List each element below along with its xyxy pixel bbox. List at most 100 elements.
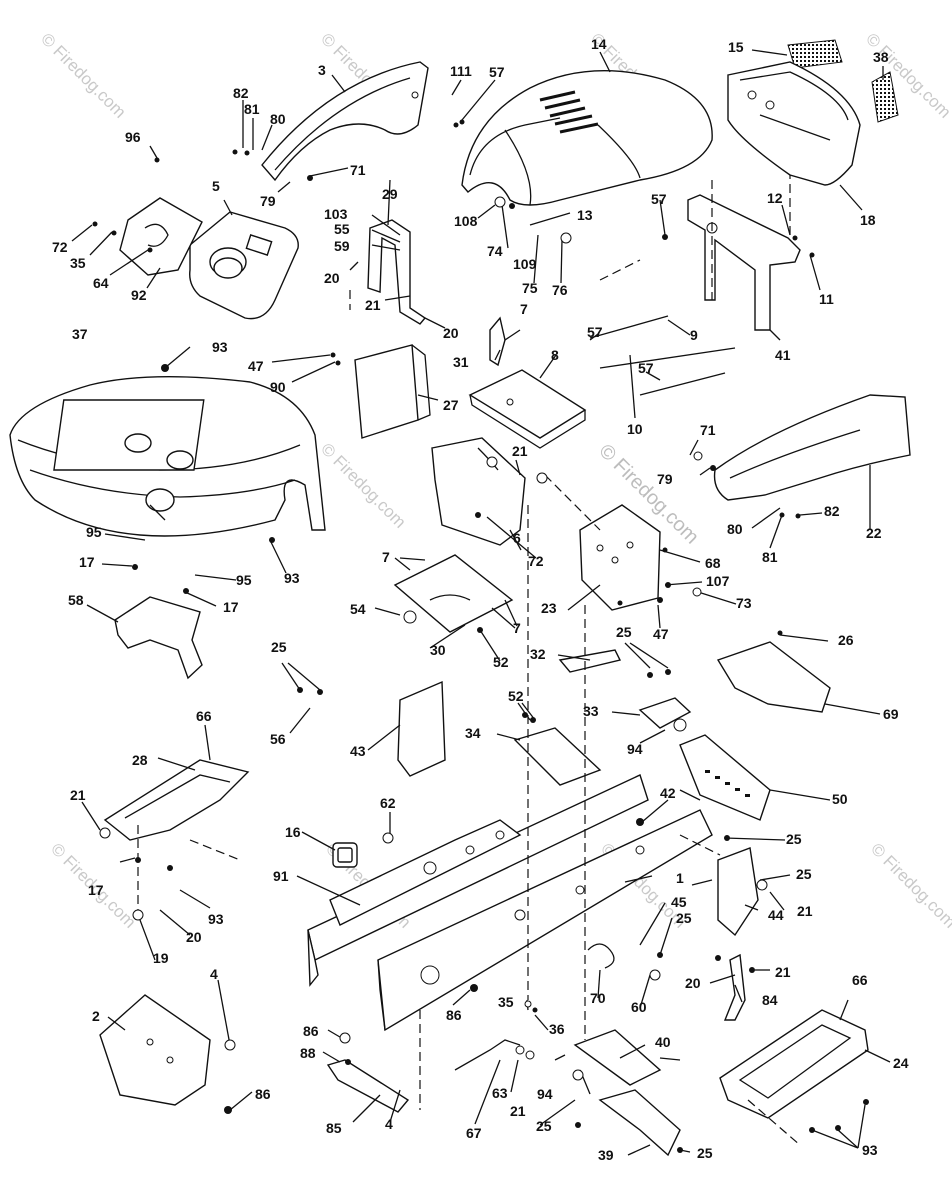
part-8-plate [468, 369, 587, 439]
callout-69: 69 [883, 706, 899, 722]
callout-94: 94 [627, 741, 643, 757]
callout-82: 82 [233, 85, 249, 101]
callout-25e: 25 [676, 910, 692, 926]
callout-80b: 80 [727, 521, 743, 537]
callout-20d: 20 [685, 975, 701, 991]
callout-43: 43 [350, 743, 366, 759]
callout-92: 92 [131, 287, 147, 303]
callout-45: 45 [671, 894, 687, 910]
callout-47b: 47 [653, 626, 669, 642]
callout-73: 73 [736, 595, 752, 611]
callout-93: 93 [212, 339, 228, 355]
callout-10: 10 [627, 421, 643, 437]
callout-18: 18 [860, 212, 876, 228]
callout-107: 107 [706, 573, 730, 589]
part-41-bracket [687, 194, 801, 331]
callout-44: 44 [768, 907, 784, 923]
callout-35: 35 [70, 255, 86, 271]
part-30-seat-plate [393, 554, 514, 633]
part-22-skirt [713, 394, 911, 501]
callout-93c: 93 [208, 911, 224, 927]
callout-25g: 25 [697, 1145, 713, 1161]
watermark: © Firedog.com [37, 29, 129, 121]
callout-25b: 25 [271, 639, 287, 655]
callout-52: 52 [493, 654, 509, 670]
part-43-bracket [397, 680, 446, 777]
part-24-footrest [719, 1009, 869, 1119]
part-2-hitch-plate [99, 994, 211, 1106]
callout-19: 19 [153, 950, 169, 966]
callout-7c: 7 [513, 620, 521, 636]
callout-20c: 20 [186, 929, 202, 945]
part-23-rear-plate [579, 504, 661, 611]
callout-28: 28 [132, 752, 148, 768]
callout-5: 5 [212, 178, 220, 194]
callout-81: 81 [244, 101, 260, 117]
callout-37: 37 [72, 326, 88, 342]
callout-4b: 4 [385, 1116, 393, 1132]
callout-91: 91 [273, 868, 289, 884]
part-69-plate [716, 641, 831, 713]
callout-2: 2 [92, 1008, 100, 1024]
callout-22: 22 [866, 525, 882, 541]
callout-40: 40 [655, 1034, 671, 1050]
part-85-bracket [326, 1059, 410, 1113]
callouts: 3 111 57 14 15 38 82 81 80 96 71 79 5 29… [52, 36, 909, 1163]
callout-57c: 57 [587, 324, 603, 340]
part-9-link [599, 347, 736, 369]
callout-108: 108 [454, 213, 478, 229]
part-67-rod [454, 1039, 521, 1071]
callout-66b: 66 [852, 972, 868, 988]
part-58-bracket [114, 596, 203, 680]
callout-39: 39 [598, 1147, 614, 1163]
callout-95b: 95 [236, 572, 252, 588]
callout-38: 38 [873, 49, 889, 65]
callout-85: 85 [326, 1120, 342, 1136]
callout-86: 86 [255, 1086, 271, 1102]
callout-90: 90 [270, 379, 286, 395]
part-34-bracket [513, 727, 602, 786]
callout-33: 33 [583, 703, 599, 719]
callout-60: 60 [631, 999, 647, 1015]
part-84-bracket [723, 953, 746, 1021]
callout-24: 24 [893, 1055, 909, 1071]
callout-17b: 17 [223, 599, 239, 615]
callout-4: 4 [210, 966, 218, 982]
callout-20: 20 [324, 270, 340, 286]
part-39-bracket [598, 1089, 681, 1157]
callout-66: 66 [196, 708, 212, 724]
callout-86c: 86 [446, 1007, 462, 1023]
callout-70: 70 [590, 990, 606, 1006]
callout-17: 17 [79, 554, 95, 570]
callout-93b: 93 [284, 570, 300, 586]
callout-95: 95 [86, 524, 102, 540]
part-10-link [639, 372, 726, 396]
callout-34: 34 [465, 725, 481, 741]
part-9-link [589, 315, 669, 339]
callout-72: 72 [52, 239, 68, 255]
callout-32: 32 [530, 646, 546, 662]
callout-20b: 20 [443, 325, 459, 341]
callout-25: 25 [616, 624, 632, 640]
callout-94b: 94 [537, 1086, 553, 1102]
part-40-bracket [573, 1029, 662, 1086]
part-92-plate [119, 197, 203, 276]
callout-71b: 71 [700, 422, 716, 438]
callout-12: 12 [767, 190, 783, 206]
part-14-hood [461, 69, 713, 206]
callout-62: 62 [380, 795, 396, 811]
callout-47: 47 [248, 358, 264, 374]
callout-21f: 21 [510, 1103, 526, 1119]
callout-8: 8 [551, 347, 559, 363]
callout-9: 9 [690, 327, 698, 343]
callout-25f: 25 [536, 1118, 552, 1134]
callout-84: 84 [762, 992, 778, 1008]
callout-72b: 72 [528, 553, 544, 569]
callout-11: 11 [819, 291, 834, 307]
callout-88: 88 [300, 1045, 316, 1061]
callout-71: 71 [350, 162, 366, 178]
callout-21d: 21 [797, 903, 813, 919]
callout-58: 58 [68, 592, 84, 608]
callout-63: 63 [492, 1085, 508, 1101]
callout-3: 3 [318, 62, 326, 78]
